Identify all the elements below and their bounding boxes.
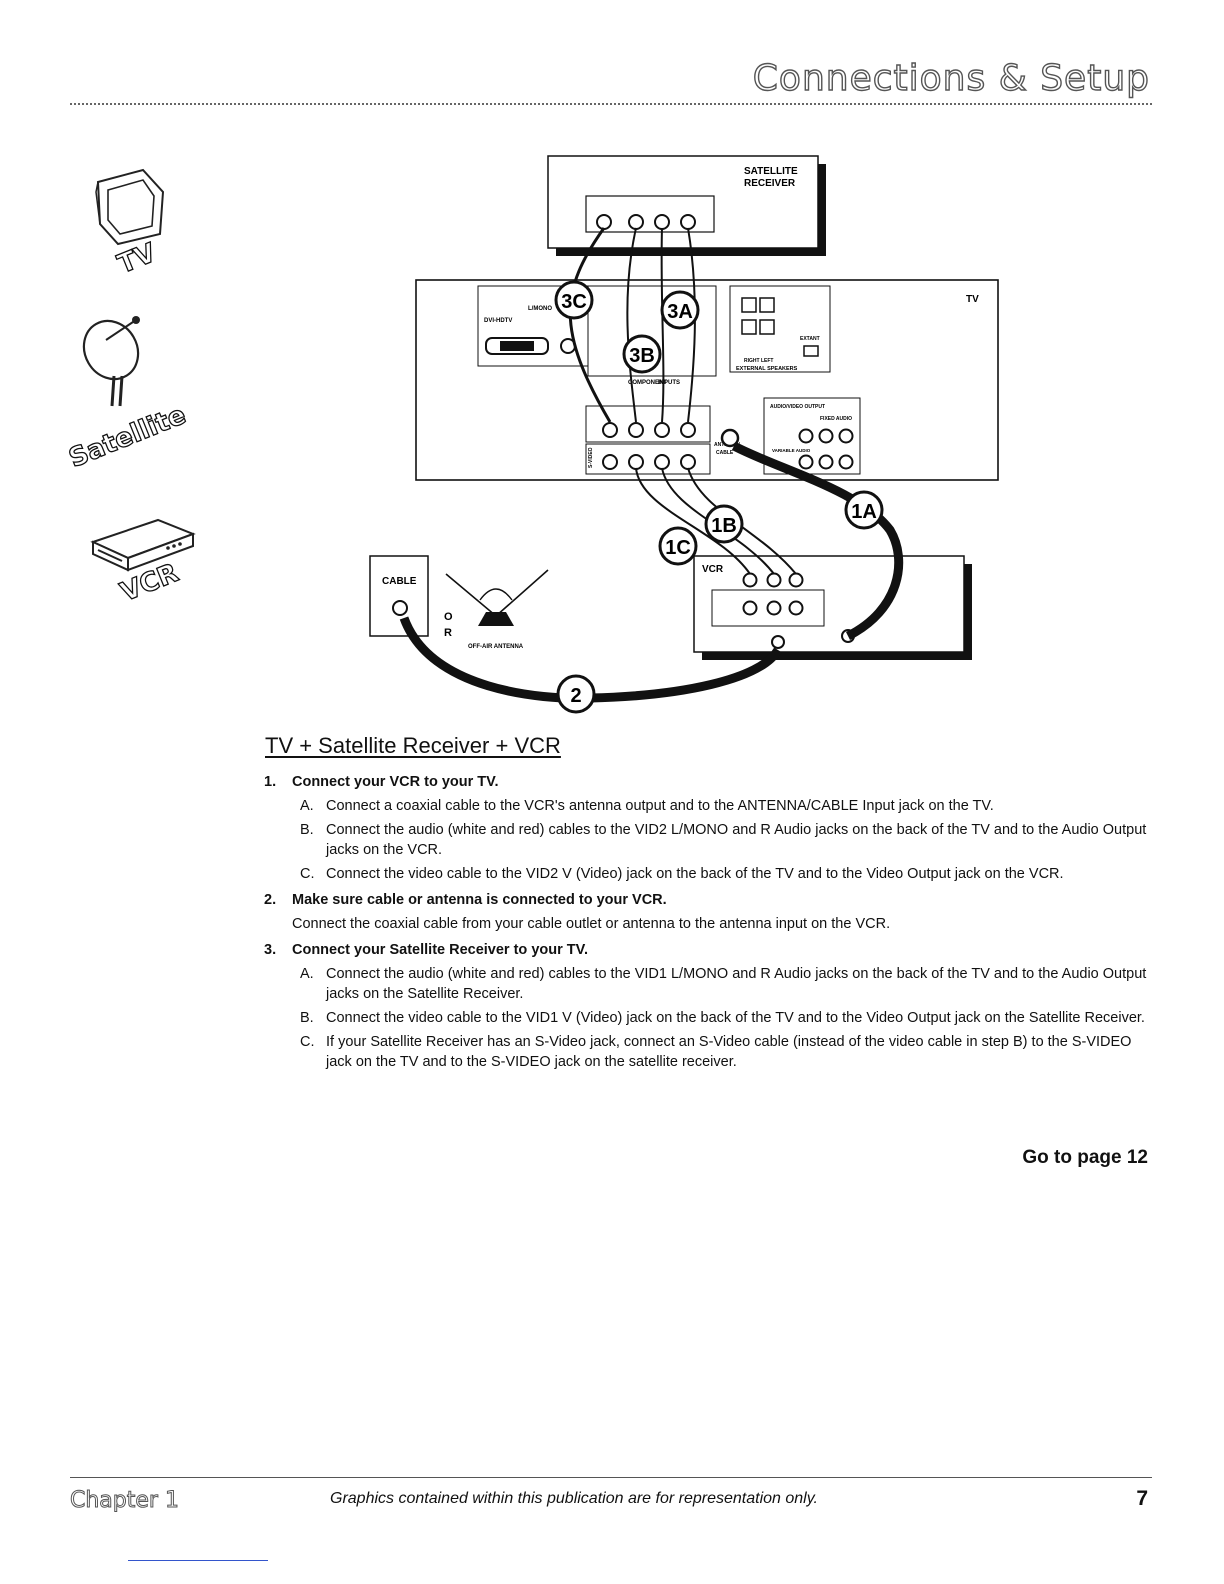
step-title: Connect your VCR to your TV. <box>292 774 499 790</box>
svg-text:3C: 3C <box>561 291 587 313</box>
svg-text:3A: 3A <box>667 301 693 323</box>
svideo-label: S-VIDEO <box>588 447 594 468</box>
tv-antenna-input-jack <box>720 428 740 448</box>
vcr-video-out-jack <box>742 572 758 588</box>
off-air-antenna-label: OFF-AIR ANTENNA <box>468 644 524 650</box>
av-output-label: AUDIO/VIDEO OUTPUT <box>770 404 825 410</box>
sidebar-item-satellite: Satellite <box>64 310 216 490</box>
page-header-title: Connections & Setup <box>752 57 1150 99</box>
cable-3a-audio-r <box>687 227 696 423</box>
step-2: 2. Make sure cable or antenna is connect… <box>264 890 1154 934</box>
vcr-antenna-in-jack <box>771 635 785 649</box>
tv-back-panel: TV DVI-HDTV L/MONO EXTANT RIGHT LEFT EXT… <box>415 279 999 481</box>
cable-1c-video <box>635 467 751 575</box>
footer-chapter: Chapter 1 <box>70 1488 180 1514</box>
vcr-label: VCR <box>702 564 724 575</box>
tv-vid2-audio-r-jack <box>680 454 696 470</box>
satellite-svideo-jack <box>596 214 612 230</box>
tv-vid2-video-jack <box>628 454 644 470</box>
external-speakers-label: EXTERNAL SPEAKERS <box>736 366 798 372</box>
step-number: 2. <box>264 892 277 908</box>
satellite-video-jack <box>628 214 644 230</box>
satellite-audio-l-jack <box>654 214 670 230</box>
fixed-audio-label: FIXED AUDIO <box>820 416 852 422</box>
step-number: 1. <box>264 774 277 790</box>
or-label-2: R <box>444 627 452 639</box>
satellite-receiver-box: SATELLITE RECEIVER <box>547 155 826 256</box>
step-title: Make sure cable or antenna is connected … <box>292 892 667 908</box>
connection-diagram: SATELLITE RECEIVER TV DVI-HDTV L/MONO EX… <box>369 155 999 714</box>
page-number: 7 <box>1136 1487 1148 1510</box>
cable-1a-coax <box>731 442 904 641</box>
svg-text:1B: 1B <box>711 515 737 537</box>
tv-vid2-audio-l-jack <box>654 454 670 470</box>
substep: B. Connect the audio (white and red) cab… <box>300 822 1147 858</box>
component-label: COMPONENT <box>628 380 667 386</box>
cable-3b-video <box>626 227 637 423</box>
svg-text:2: 2 <box>570 685 581 707</box>
go-to-page-link[interactable]: Go to page 12 <box>1022 1147 1148 1168</box>
vcr-audio-l-jack <box>766 572 782 588</box>
variable-audio-label: VARIABLE AUDIO <box>772 448 811 453</box>
sidebar-item-tv: TV <box>88 162 198 282</box>
callout-3c: 3C <box>554 280 594 320</box>
tv-vid1-audio-r-jack <box>680 422 696 438</box>
substep: C. Connect the video cable to the VID2 V… <box>300 866 1064 882</box>
step-title: Connect your Satellite Receiver to your … <box>292 942 588 958</box>
vcr-icon <box>90 518 196 572</box>
sidebar-item-label: Satellite <box>64 399 191 474</box>
svg-text:1C: 1C <box>665 537 691 559</box>
callout-2: 2 <box>556 674 596 714</box>
satellite-audio-r-jack <box>680 214 696 230</box>
extant-label: EXTANT <box>800 336 820 342</box>
bottom-link-underline[interactable] <box>128 1560 268 1561</box>
header-divider <box>70 103 1152 105</box>
cable-label: CABLE <box>382 576 417 587</box>
step-number: 3. <box>264 942 277 958</box>
antenna-cable-label-2: CABLE <box>716 450 734 456</box>
tv-vid2-svideo-jack <box>602 454 618 470</box>
or-label: O <box>444 611 453 623</box>
satellite-dish-icon <box>82 316 140 407</box>
dvi-hdtv-label: DVI-HDTV <box>484 318 512 324</box>
speaker-lr-label: RIGHT LEFT <box>744 358 773 364</box>
tv-label: TV <box>966 294 979 305</box>
cable-3a-audio-l <box>660 227 665 423</box>
callout-3b: 3B <box>622 334 662 374</box>
tv-vid1-audio-l-jack <box>654 422 670 438</box>
step-body: Connect the coaxial cable from your cabl… <box>292 916 891 932</box>
callout-3a: 3A <box>660 290 700 330</box>
substep: A. Connect a coaxial cable to the VCR's … <box>300 798 994 814</box>
svg-text:1A: 1A <box>851 501 877 523</box>
inputs-label: INPUTS <box>658 380 680 386</box>
vcr-audio-r-jack <box>788 572 804 588</box>
sidebar-item-vcr: VCR <box>88 512 218 622</box>
footer-divider <box>70 1477 1152 1478</box>
cable-outlet: CABLE <box>369 555 429 637</box>
tv-vid1-video-jack <box>628 422 644 438</box>
section-title: TV + Satellite Receiver + VCR <box>265 733 561 758</box>
callout-1a: 1A <box>844 490 884 530</box>
tv-vid1-svideo-jack <box>602 422 618 438</box>
step-3: 3. Connect your Satellite Receiver to yo… <box>264 940 1154 1072</box>
tv-icon <box>95 168 165 246</box>
step-1: 1. Connect your VCR to your TV. A. Conne… <box>264 772 1154 884</box>
satellite-receiver-label: SATELLITE <box>744 166 798 177</box>
substep: A. Connect the audio (white and red) cab… <box>300 966 1147 1002</box>
off-air-antenna: OFF-AIR ANTENNA <box>445 569 549 650</box>
satellite-receiver-label-2: RECEIVER <box>744 178 796 189</box>
callout-1c: 1C <box>658 526 698 566</box>
instruction-steps: 1. Connect your VCR to your TV. A. Conne… <box>264 772 1154 1078</box>
vcr-box: VCR <box>693 555 972 660</box>
substep: C. If your Satellite Receiver has an S-V… <box>300 1034 1132 1070</box>
substep: B. Connect the video cable to the VID1 V… <box>300 1010 1145 1026</box>
callout-1b: 1B <box>704 504 744 544</box>
footer-disclaimer: Graphics contained within this publicati… <box>330 1490 818 1507</box>
lmono-label: L/MONO <box>528 306 552 312</box>
svg-text:3B: 3B <box>629 345 655 367</box>
